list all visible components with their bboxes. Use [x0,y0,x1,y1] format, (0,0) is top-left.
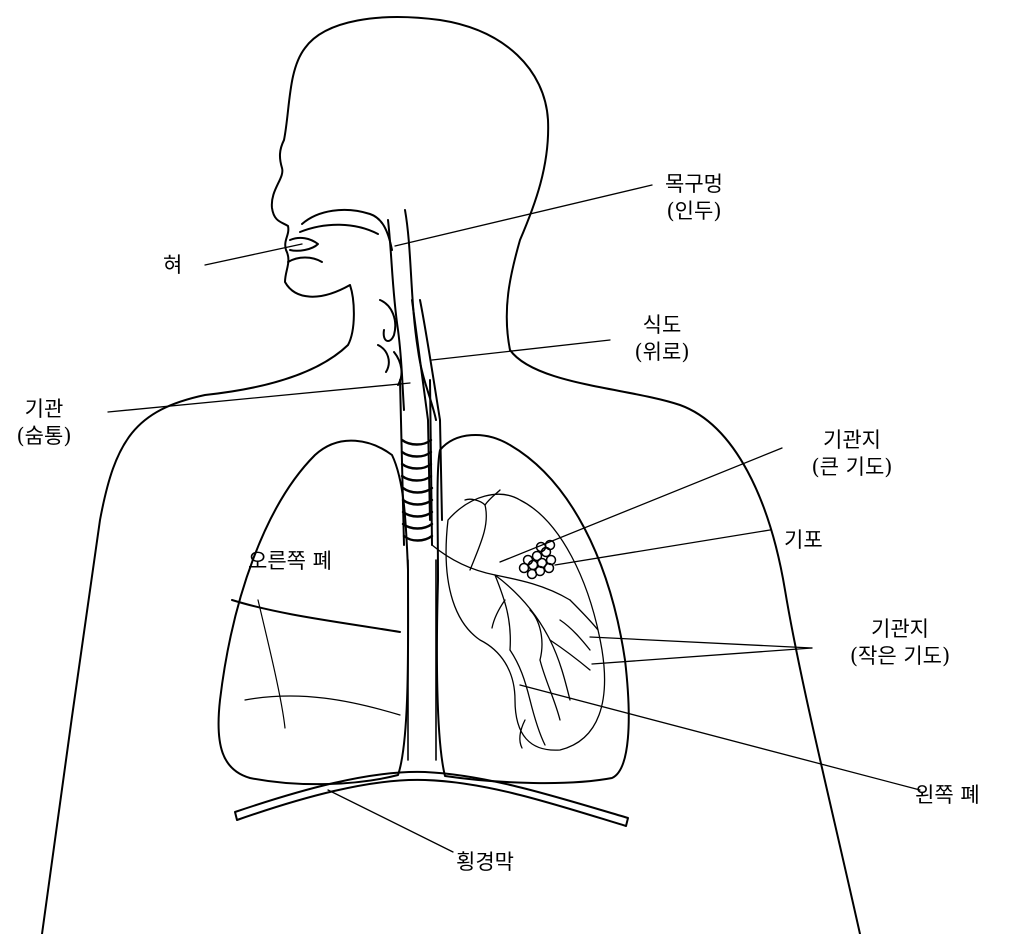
left-lung-outline [437,435,629,783]
diaphragm [235,772,628,826]
tongue-text: 혀 [163,253,182,277]
bronchioles-line2: (작은 기도) [820,643,980,670]
label-trachea: 기관 (숨통) [5,396,83,450]
label-tongue: 혀 [163,252,182,279]
oral-cavity [290,238,318,251]
diaphragm-text: 횡경막 [456,850,514,874]
right-lung-fissure-3 [258,600,285,728]
right-lung-text: 오른쪽 폐 [248,549,332,573]
esophagus-line2: (위로) [614,339,710,366]
bronchus-line1: 기관지 [790,427,914,454]
label-esophagus: 식도 (위로) [614,312,710,366]
left-lung-text: 왼쪽 폐 [915,783,980,807]
esophagus-front [412,300,430,520]
label-pharynx: 목구멍 (인두) [646,171,742,225]
bronchus-line2: (큰 기도) [790,454,914,481]
label-right-lung: 오른쪽 폐 [248,548,332,575]
mouth-lower [288,258,322,263]
leader-diaphragm [328,790,453,852]
alveoli-text: 기포 [784,528,823,552]
pharynx-line2: (인두) [646,198,742,225]
esophagus-line1: 식도 [614,312,710,339]
nasal-cavity [302,210,392,250]
label-bronchus: 기관지 (큰 기도) [790,427,914,481]
leader-trachea [108,383,410,412]
pharynx-back [405,210,436,420]
nasal-floor [300,225,378,234]
bronchioles-line1: 기관지 [820,616,980,643]
trachea-line1: 기관 [5,396,83,423]
label-alveoli: 기포 [784,527,823,554]
label-diaphragm: 횡경막 [456,849,514,876]
leader-bronchus [500,448,782,562]
leader-pharynx [395,185,652,246]
leader-left-lung [520,685,920,790]
label-left-lung: 왼쪽 폐 [915,782,980,809]
pharynx-front [388,220,404,410]
right-lung-fissure-2 [245,696,400,715]
trachea-line2: (숨통) [5,423,83,450]
label-bronchioles: 기관지 (작은 기도) [820,616,980,670]
left-lung-inner [446,494,604,750]
leader-lines [108,185,920,852]
larynx-cartilage [378,345,401,385]
pharynx-line1: 목구멍 [646,171,742,198]
body-outline [42,17,860,934]
right-lung-outline [219,441,409,785]
epiglottis [380,300,395,341]
right-lung-fissure-1 [232,600,400,632]
leader-esophagus [432,340,610,360]
